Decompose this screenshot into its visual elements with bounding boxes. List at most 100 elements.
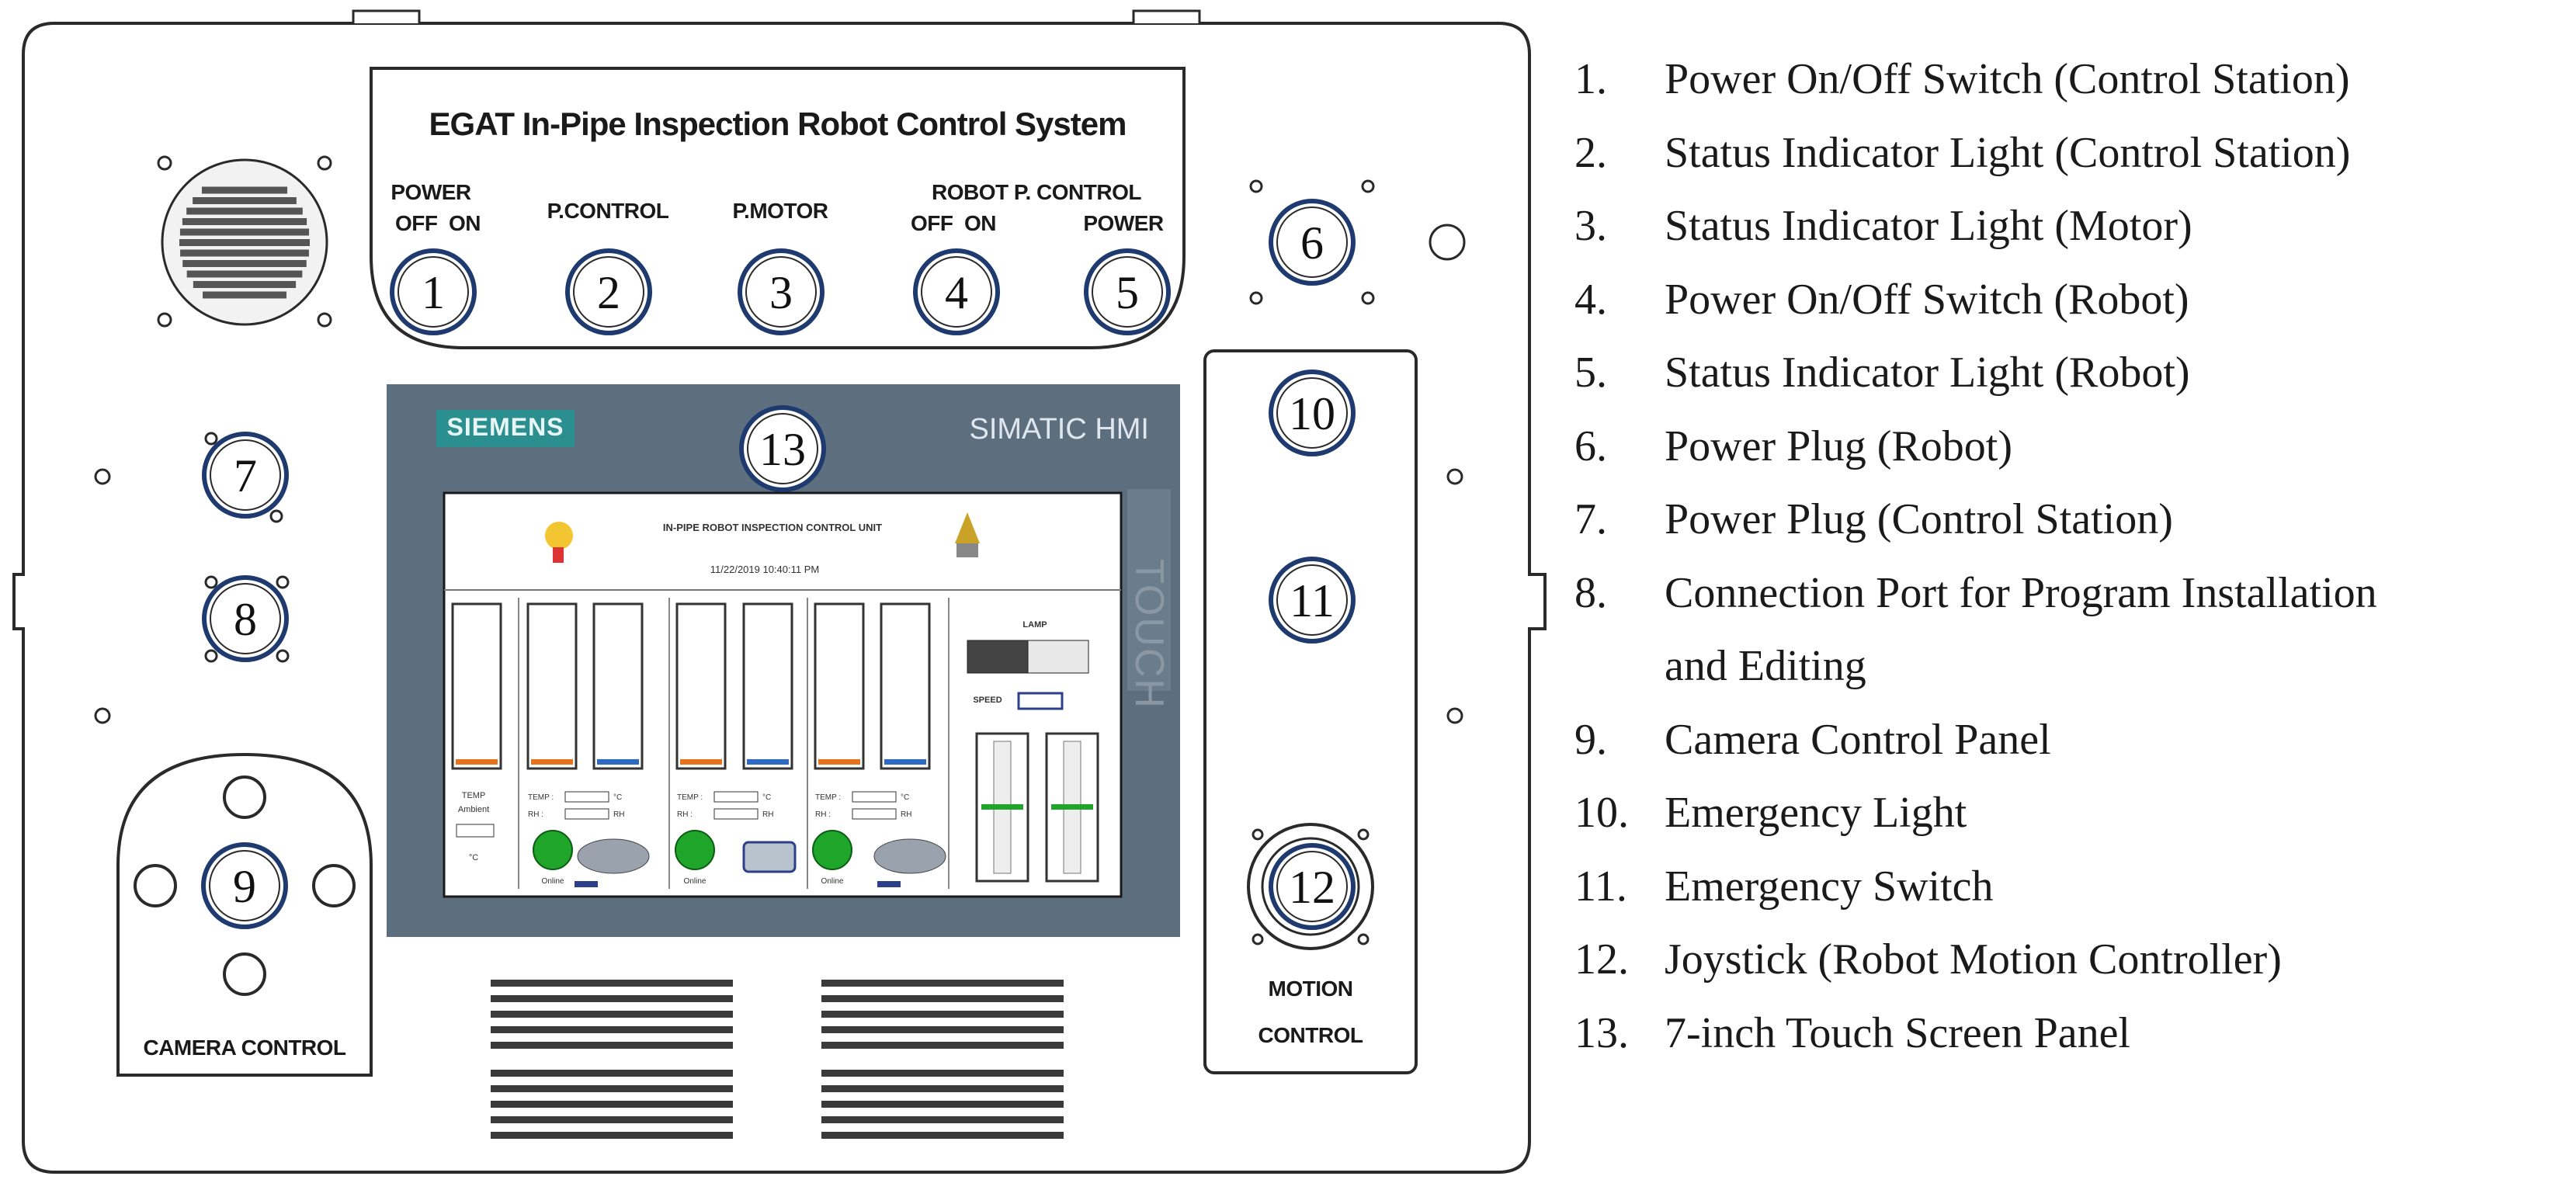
legend-text: 7-inch Touch Screen Panel <box>1665 1008 2130 1057</box>
hmi-rh-value <box>713 808 759 820</box>
callout-ring <box>202 432 289 519</box>
hmi-screen-title: IN-PIPE ROBOT INSPECTION CONTROL UNIT <box>663 522 882 533</box>
callout-number: 4 <box>945 267 968 318</box>
hmi-rh-value <box>564 808 609 820</box>
hmi-ambient-value <box>456 824 495 838</box>
siemens-badge <box>436 410 575 447</box>
hmi-status-label: Online <box>821 877 844 886</box>
hmi-level-bar <box>592 602 644 770</box>
callout-inner-ring <box>210 583 281 654</box>
callout-inner-ring <box>1276 206 1348 278</box>
hmi-rh-value <box>852 808 897 820</box>
hmi-speed-label: SPEED <box>973 696 1002 705</box>
callout-6: 6 <box>1269 199 1356 286</box>
legend-text: Power On/Off Switch (Robot) <box>1665 275 2189 324</box>
robot-power-label: POWER <box>1083 211 1164 235</box>
callout-9: 9 <box>201 842 288 929</box>
callout-inner-ring <box>210 439 281 511</box>
legend-number: 6. <box>1574 422 1607 470</box>
hmi-temp-value <box>852 791 897 803</box>
callout-3: 3 <box>738 248 825 335</box>
callout-12: 12 <box>1269 843 1356 930</box>
hmi-level-fill <box>597 759 639 765</box>
hmi-level-fill <box>747 759 789 765</box>
legend-number: 2. <box>1574 128 1607 177</box>
callout-1: 1 <box>390 248 477 335</box>
callout-10: 10 <box>1269 370 1356 456</box>
legend-number: 1. <box>1574 55 1607 103</box>
vent-slot <box>491 1132 733 1139</box>
vent-slot <box>821 1085 1064 1092</box>
callout-number: 2 <box>597 267 620 318</box>
power-label: POWER <box>391 180 471 204</box>
hmi-logo-left-body <box>553 547 564 563</box>
robot-p-control-label: ROBOT P. CONTROL <box>932 180 1141 204</box>
vent-slot <box>491 995 733 1002</box>
hmi-level-bar <box>526 602 578 770</box>
vent-slot <box>491 1042 733 1049</box>
vent-slot <box>821 980 1064 987</box>
vent-slot <box>491 1011 733 1018</box>
hmi-slider-thumb <box>1051 804 1093 810</box>
callout-13: 13 <box>739 405 826 492</box>
motion-control-panel <box>1203 349 1418 1074</box>
hmi-rh-row: RH : <box>528 810 543 819</box>
hmi-level-bar <box>451 602 502 770</box>
callout-number: 7 <box>234 450 257 501</box>
legend-text: Emergency Switch <box>1665 862 1994 911</box>
callout-inner-ring <box>747 413 818 484</box>
callout-ring <box>1269 843 1356 930</box>
hmi-temp-value <box>713 791 759 803</box>
legend-number: 10. <box>1574 789 1629 837</box>
vent-slot <box>491 1070 733 1077</box>
legend-text: Joystick (Robot Motion Controller) <box>1665 935 2282 984</box>
hmi-temp-unit: °C <box>762 793 771 802</box>
hmi-temp-row: TEMP : <box>815 793 841 802</box>
callout-ring <box>202 575 289 662</box>
top-tab-right <box>1132 9 1201 23</box>
legend-text: Connection Port for Program Installation <box>1665 568 2377 617</box>
camera-control-label: CAMERA CONTROL <box>143 1036 346 1060</box>
callout-11: 11 <box>1269 557 1356 644</box>
legend-text: Camera Control Panel <box>1665 715 2051 764</box>
callout-inner-ring <box>398 256 469 328</box>
control-label: CONTROL <box>1258 1023 1363 1047</box>
vent-slot <box>821 1116 1064 1123</box>
hmi-rh-row: RH : <box>677 810 693 819</box>
legend-text: Status Indicator Light (Motor) <box>1665 202 2192 250</box>
legend-number: 3. <box>1574 202 1607 250</box>
callout-ring <box>739 405 826 492</box>
hmi-level-fill <box>884 759 926 765</box>
legend-number: 13. <box>1574 1008 1629 1057</box>
hmi-blue-tag <box>575 881 598 887</box>
callout-5: 5 <box>1084 248 1171 335</box>
hmi-rh-unit: RH <box>901 810 911 819</box>
top-tab-left <box>352 9 421 23</box>
siemens-brand: SIEMENS <box>446 413 564 441</box>
callout-4: 4 <box>913 248 1000 335</box>
panel-title: EGAT In-Pipe Inspection Robot Control Sy… <box>429 106 1127 142</box>
callout-ring <box>565 248 652 335</box>
hmi-level-fill <box>680 759 722 765</box>
hmi-level-bar <box>814 602 865 770</box>
callout-number: 6 <box>1300 217 1324 269</box>
legend-text-continued: and Editing <box>1665 642 1866 690</box>
callout-inner-ring <box>573 256 644 328</box>
hmi-robot-image <box>577 838 650 874</box>
hmi-rh-unit: RH <box>762 810 773 819</box>
callout-number: 11 <box>1290 575 1335 626</box>
hmi-datetime: 11/22/2019 10:40:11 PM <box>710 564 819 575</box>
legend-number: 5. <box>1574 349 1607 397</box>
p-control-label: P.CONTROL <box>547 199 669 223</box>
hmi-level-bar <box>675 602 727 770</box>
hmi-level-fill <box>818 759 860 765</box>
legend-text: Emergency Light <box>1665 789 1967 837</box>
vent-slot <box>491 980 733 987</box>
callout-ring <box>1269 370 1356 456</box>
hmi-ambient-label: Ambient <box>458 805 489 814</box>
legend-text: Power Plug (Control Station) <box>1665 495 2173 543</box>
hmi-robot-image <box>873 838 946 874</box>
callout-inner-ring <box>745 256 817 328</box>
power-switch-label: OFF ON <box>394 211 481 235</box>
